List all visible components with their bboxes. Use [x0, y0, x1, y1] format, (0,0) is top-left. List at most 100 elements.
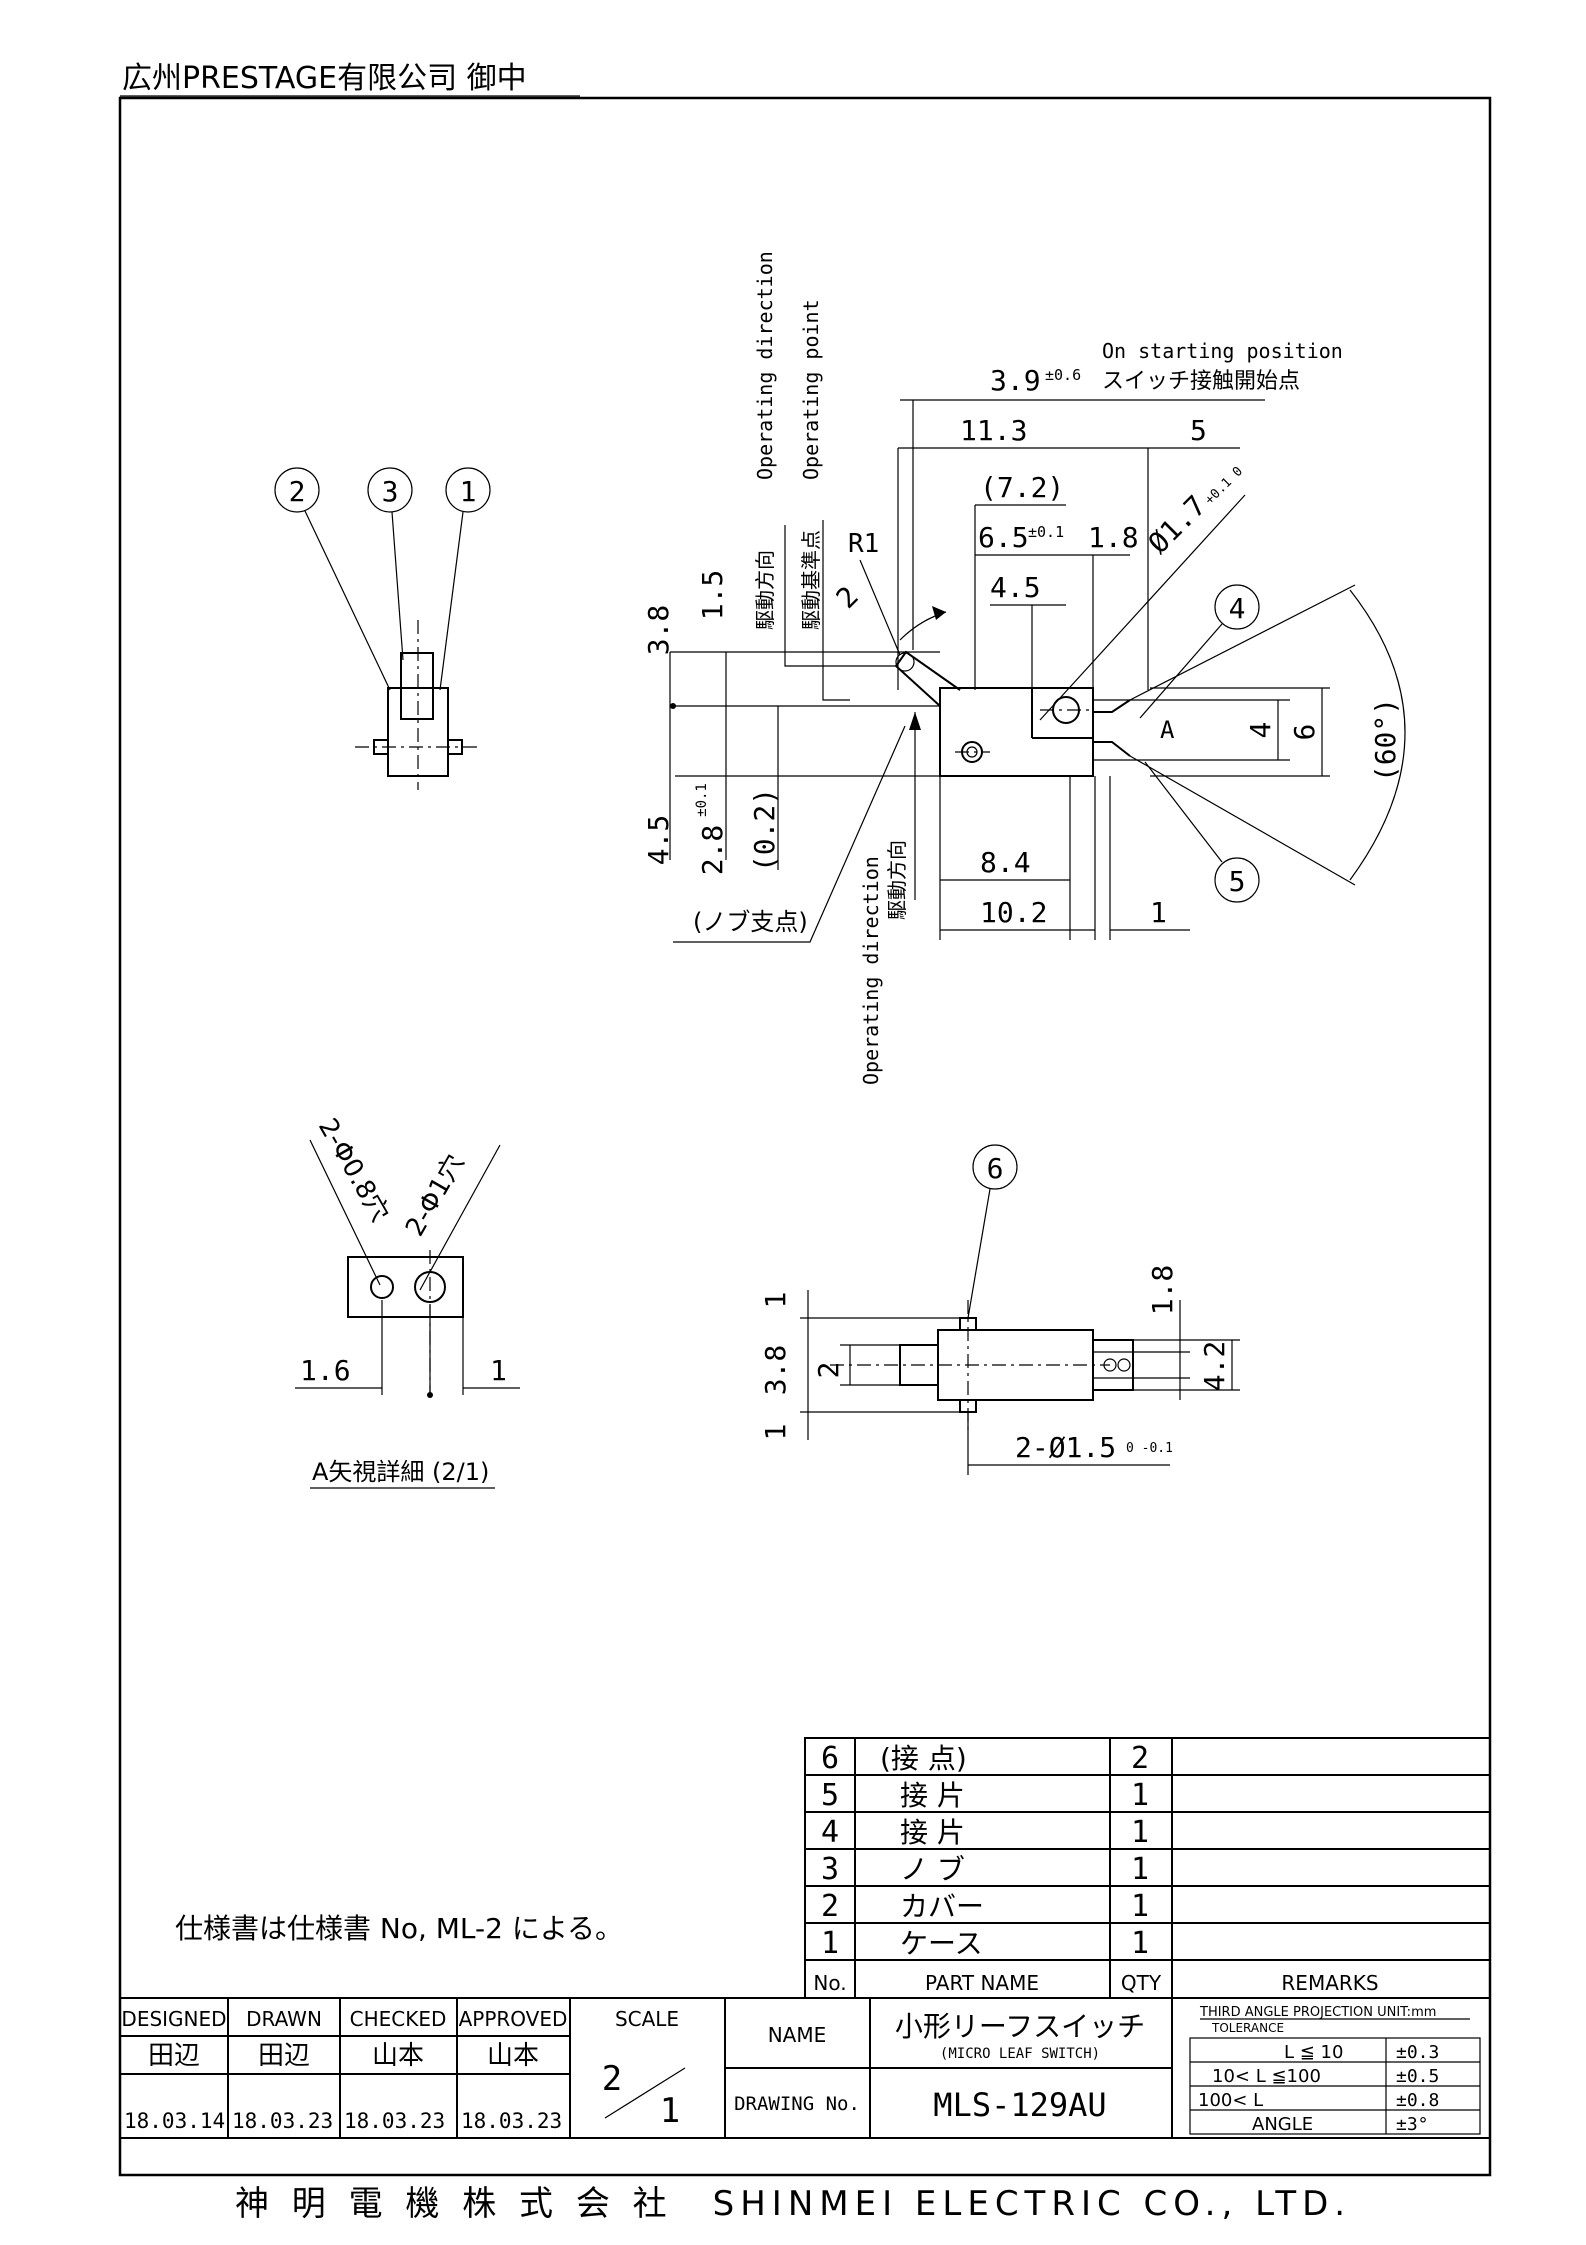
bottom-view: 1 3.8 2 1 1.8 4.2 2-Ø1.5 0 -0.1 6 — [759, 1144, 1240, 1475]
svg-text:1.8: 1.8 — [1088, 521, 1139, 554]
svg-text:4.2: 4.2 — [1198, 1341, 1231, 1392]
part-row-3-name: ノ ブ — [900, 1853, 965, 1886]
svg-text:4.5: 4.5 — [990, 571, 1041, 604]
part-row-5-no: 5 — [821, 1778, 839, 1813]
svg-text:A: A — [1160, 716, 1175, 744]
svg-text:スイッチ接触開始点: スイッチ接触開始点 — [1102, 369, 1300, 394]
svg-text:1.6: 1.6 — [300, 1354, 351, 1387]
svg-text:1: 1 — [1150, 896, 1167, 929]
part-row-2-no: 2 — [821, 1889, 839, 1924]
drawing-frame — [118, 96, 1492, 2177]
drawing-no-label: DRAWING No. — [734, 2093, 860, 2115]
part-row-1-qty: 1 — [1131, 1926, 1149, 1961]
tol-range-4: ANGLE — [1252, 2114, 1313, 2135]
svg-text:2: 2 — [812, 1362, 845, 1379]
svg-text:2-Ø1.5: 2-Ø1.5 — [1015, 1431, 1116, 1464]
part-row-1-no: 1 — [821, 1926, 839, 1961]
company-footer: 神 明 電 機 株 式 会 社 SHINMEI ELECTRIC CO., LT… — [235, 2184, 1351, 2224]
part-row-6-name: (接 点) — [880, 1742, 967, 1775]
projection: THIRD ANGLE PROJECTION UNIT:mm — [1199, 2005, 1436, 2020]
scale-label: SCALE — [615, 2007, 679, 2031]
customer-header: 広州PRESTAGE有限公司 御中 — [122, 61, 527, 96]
part-row-2-qty: 1 — [1131, 1889, 1149, 1924]
tol-value-1: ±0.3 — [1396, 2042, 1439, 2063]
tol-value-2: ±0.5 — [1396, 2066, 1439, 2087]
svg-text:6: 6 — [987, 1152, 1004, 1185]
svg-text:2: 2 — [830, 580, 865, 615]
svg-text:±0.6: ±0.6 — [1045, 366, 1081, 384]
svg-text:(60°): (60°) — [1369, 698, 1402, 782]
svg-text:A矢視詳細 (2/1): A矢視詳細 (2/1) — [312, 1458, 489, 1486]
part-row-6-no: 6 — [821, 1741, 839, 1776]
svg-text:駆動方向: 駆動方向 — [885, 840, 909, 920]
svg-text:Ø1.7: Ø1.7 — [1142, 489, 1213, 560]
svg-text:4: 4 — [1244, 722, 1277, 739]
parts-list: 6 (接 点) 2 5 接 片 1 4 接 片 1 3 ノ ブ 1 2 カバー … — [804, 1737, 1491, 1999]
approved-date: 18.03.23 — [461, 2109, 562, 2133]
svg-text:1: 1 — [759, 1424, 792, 1441]
tol-value-4: ±3° — [1396, 2114, 1429, 2135]
part-row-1-name: ケース — [900, 1927, 983, 1960]
parts-header-remarks: REMARKS — [1281, 1971, 1378, 1995]
designed-date: 18.03.14 — [124, 2109, 225, 2133]
svg-text:±0.1: ±0.1 — [694, 783, 710, 817]
designed-by: 田辺 — [148, 2041, 200, 2071]
svg-text:1.5: 1.5 — [696, 570, 729, 621]
svg-text:11.3: 11.3 — [960, 414, 1027, 447]
svg-text:駆動基準点: 駆動基準点 — [799, 530, 823, 630]
tol-range-2: 10< L ≦100 — [1212, 2066, 1321, 2087]
svg-text:0 -0.1: 0 -0.1 — [1126, 1441, 1173, 1456]
svg-text:(0.2): (0.2) — [748, 788, 781, 872]
approved-label: APPROVED — [459, 2007, 568, 2031]
part-row-5-qty: 1 — [1131, 1778, 1149, 1813]
svg-text:1: 1 — [460, 475, 477, 508]
approved-by: 山本 — [487, 2041, 539, 2071]
part-name-jp: 小形リーフスイッチ — [895, 2010, 1145, 2043]
svg-text:8.4: 8.4 — [980, 846, 1031, 879]
part-row-4-no: 4 — [821, 1815, 839, 1850]
svg-text:±0.1: ±0.1 — [1028, 523, 1064, 541]
main-view: 3.9 ±0.6 On starting position スイッチ接触開始点 … — [642, 251, 1406, 1085]
scale-numerator: 2 — [602, 2059, 622, 2099]
checked-label: CHECKED — [350, 2007, 447, 2031]
svg-text:5: 5 — [1190, 414, 1207, 447]
part-row-3-qty: 1 — [1131, 1852, 1149, 1887]
tol-range-3: 100< L — [1198, 2090, 1263, 2111]
svg-text:Operating point: Operating point — [799, 299, 823, 480]
svg-text:On starting position: On starting position — [1102, 339, 1343, 363]
svg-text:6: 6 — [1288, 724, 1321, 741]
part-row-6-qty: 2 — [1131, 1741, 1149, 1776]
svg-text:2-Φ1穴: 2-Φ1穴 — [400, 1149, 470, 1241]
part-row-2-name: カバー — [900, 1890, 984, 1923]
parts-header-name: PART NAME — [925, 1971, 1039, 1995]
svg-text:10.2: 10.2 — [980, 896, 1047, 929]
svg-text:5: 5 — [1229, 865, 1246, 898]
side-view: 2 3 1 — [274, 467, 491, 790]
svg-text:4: 4 — [1229, 592, 1246, 625]
checked-date: 18.03.23 — [344, 2109, 445, 2133]
part-row-4-qty: 1 — [1131, 1815, 1149, 1850]
drawn-by: 田辺 — [258, 2041, 310, 2071]
svg-text:Operating direction: Operating direction — [753, 251, 777, 480]
svg-text:R1: R1 — [848, 529, 879, 559]
svg-text:(ノブ支点): (ノブ支点) — [693, 908, 808, 936]
tol-value-3: ±0.8 — [1396, 2090, 1439, 2111]
svg-text:1.8: 1.8 — [1146, 1265, 1179, 1316]
balloon-2: 2 — [274, 467, 391, 691]
svg-text:駆動方向: 駆動方向 — [753, 550, 777, 630]
tolerance-label: TOLERANCE — [1211, 2021, 1284, 2035]
svg-text:2: 2 — [289, 475, 306, 508]
title-block: DESIGNED DRAWN CHECKED APPROVED SCALE 田辺… — [120, 1997, 1490, 2139]
svg-text:3: 3 — [382, 475, 399, 508]
svg-text:4.5: 4.5 — [642, 815, 675, 866]
designed-label: DESIGNED — [121, 2007, 226, 2031]
svg-text:3.9: 3.9 — [990, 364, 1041, 397]
drawn-label: DRAWN — [246, 2007, 322, 2031]
part-name-en: (MICRO LEAF SWITCH) — [940, 2046, 1100, 2062]
drawn-date: 18.03.23 — [232, 2109, 333, 2133]
svg-text:2.8: 2.8 — [696, 825, 729, 876]
svg-text:1: 1 — [490, 1354, 507, 1387]
svg-text:1: 1 — [759, 1292, 792, 1309]
svg-text:3.8: 3.8 — [759, 1345, 792, 1396]
